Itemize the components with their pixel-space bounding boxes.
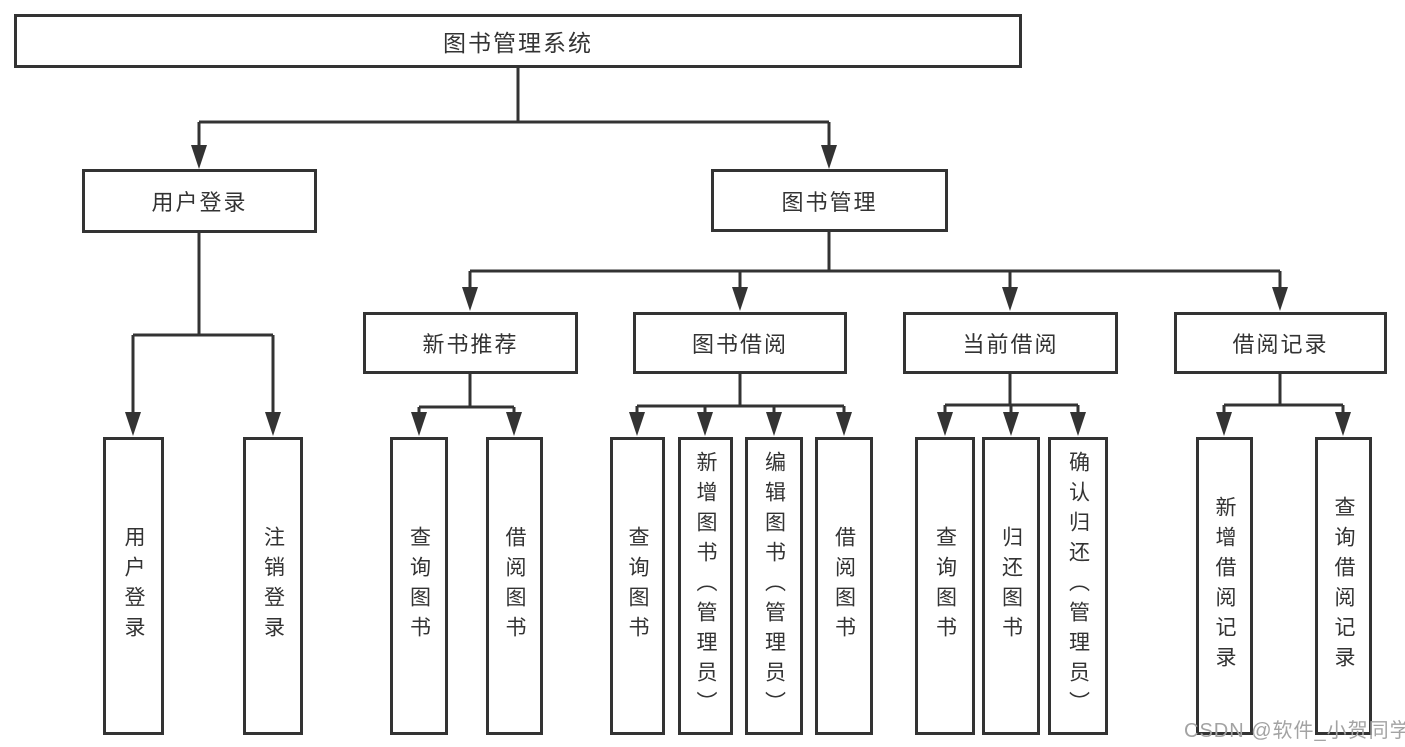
leaf-label: 归还图书 (999, 526, 1023, 646)
leaf-query-borrow-record: 查询借阅记录 (1315, 437, 1372, 735)
leaf-query-books-2: 查询图书 (610, 437, 665, 735)
node-label: 用户登录 (151, 190, 248, 215)
leaf-label: 查询图书 (407, 526, 431, 646)
leaf-query-books-1: 查询图书 (390, 437, 448, 735)
watermark: CSDN @软件_小贺同学 (1184, 720, 1405, 742)
leaf-borrow-books-1: 借阅图书 (486, 437, 543, 735)
leaf-return-books: 归还图书 (982, 437, 1040, 735)
node-current-borrowing: 当前借阅 (903, 312, 1118, 374)
node-label: 图书借阅 (691, 332, 788, 357)
leaf-label: 确认归还（管理员） (1066, 451, 1090, 721)
node-label: 图书管理 (781, 189, 878, 215)
leaf-add-borrow-record: 新增借阅记录 (1196, 437, 1253, 735)
leaf-add-book-admin: 新增图书（管理员） (678, 437, 733, 735)
node-label: 当前借阅 (962, 332, 1059, 357)
node-new-book-recommend: 新书推荐 (363, 312, 578, 374)
node-book-borrowing: 图书借阅 (633, 312, 847, 374)
node-user-login: 用户登录 (82, 169, 317, 233)
leaf-label: 借阅图书 (832, 526, 856, 646)
node-library-management-system: 图书管理系统 (14, 14, 1022, 68)
leaf-label: 新增借阅记录 (1213, 496, 1236, 676)
node-label: 新书推荐 (422, 332, 519, 357)
node-label: 借阅记录 (1232, 332, 1329, 357)
leaf-label: 查询图书 (933, 526, 957, 646)
node-borrow-records: 借阅记录 (1174, 312, 1387, 374)
leaf-label: 新增图书（管理员） (694, 451, 717, 721)
leaf-label: 查询借阅记录 (1332, 496, 1355, 676)
leaf-label: 借阅图书 (503, 526, 526, 646)
leaf-query-books-3: 查询图书 (915, 437, 975, 735)
leaf-user-login: 用户登录 (103, 437, 164, 735)
node-label: 图书管理系统 (443, 30, 593, 56)
leaf-edit-book-admin: 编辑图书（管理员） (745, 437, 803, 735)
node-book-management: 图书管理 (711, 169, 948, 232)
leaf-borrow-books-2: 借阅图书 (815, 437, 873, 735)
leaf-label: 编辑图书（管理员） (762, 451, 786, 721)
leaf-label: 注销登录 (261, 526, 285, 646)
leaf-logout: 注销登录 (243, 437, 303, 735)
leaf-label: 用户登录 (122, 526, 145, 646)
leaf-label: 查询图书 (626, 526, 649, 646)
leaf-confirm-return-admin: 确认归还（管理员） (1048, 437, 1108, 735)
